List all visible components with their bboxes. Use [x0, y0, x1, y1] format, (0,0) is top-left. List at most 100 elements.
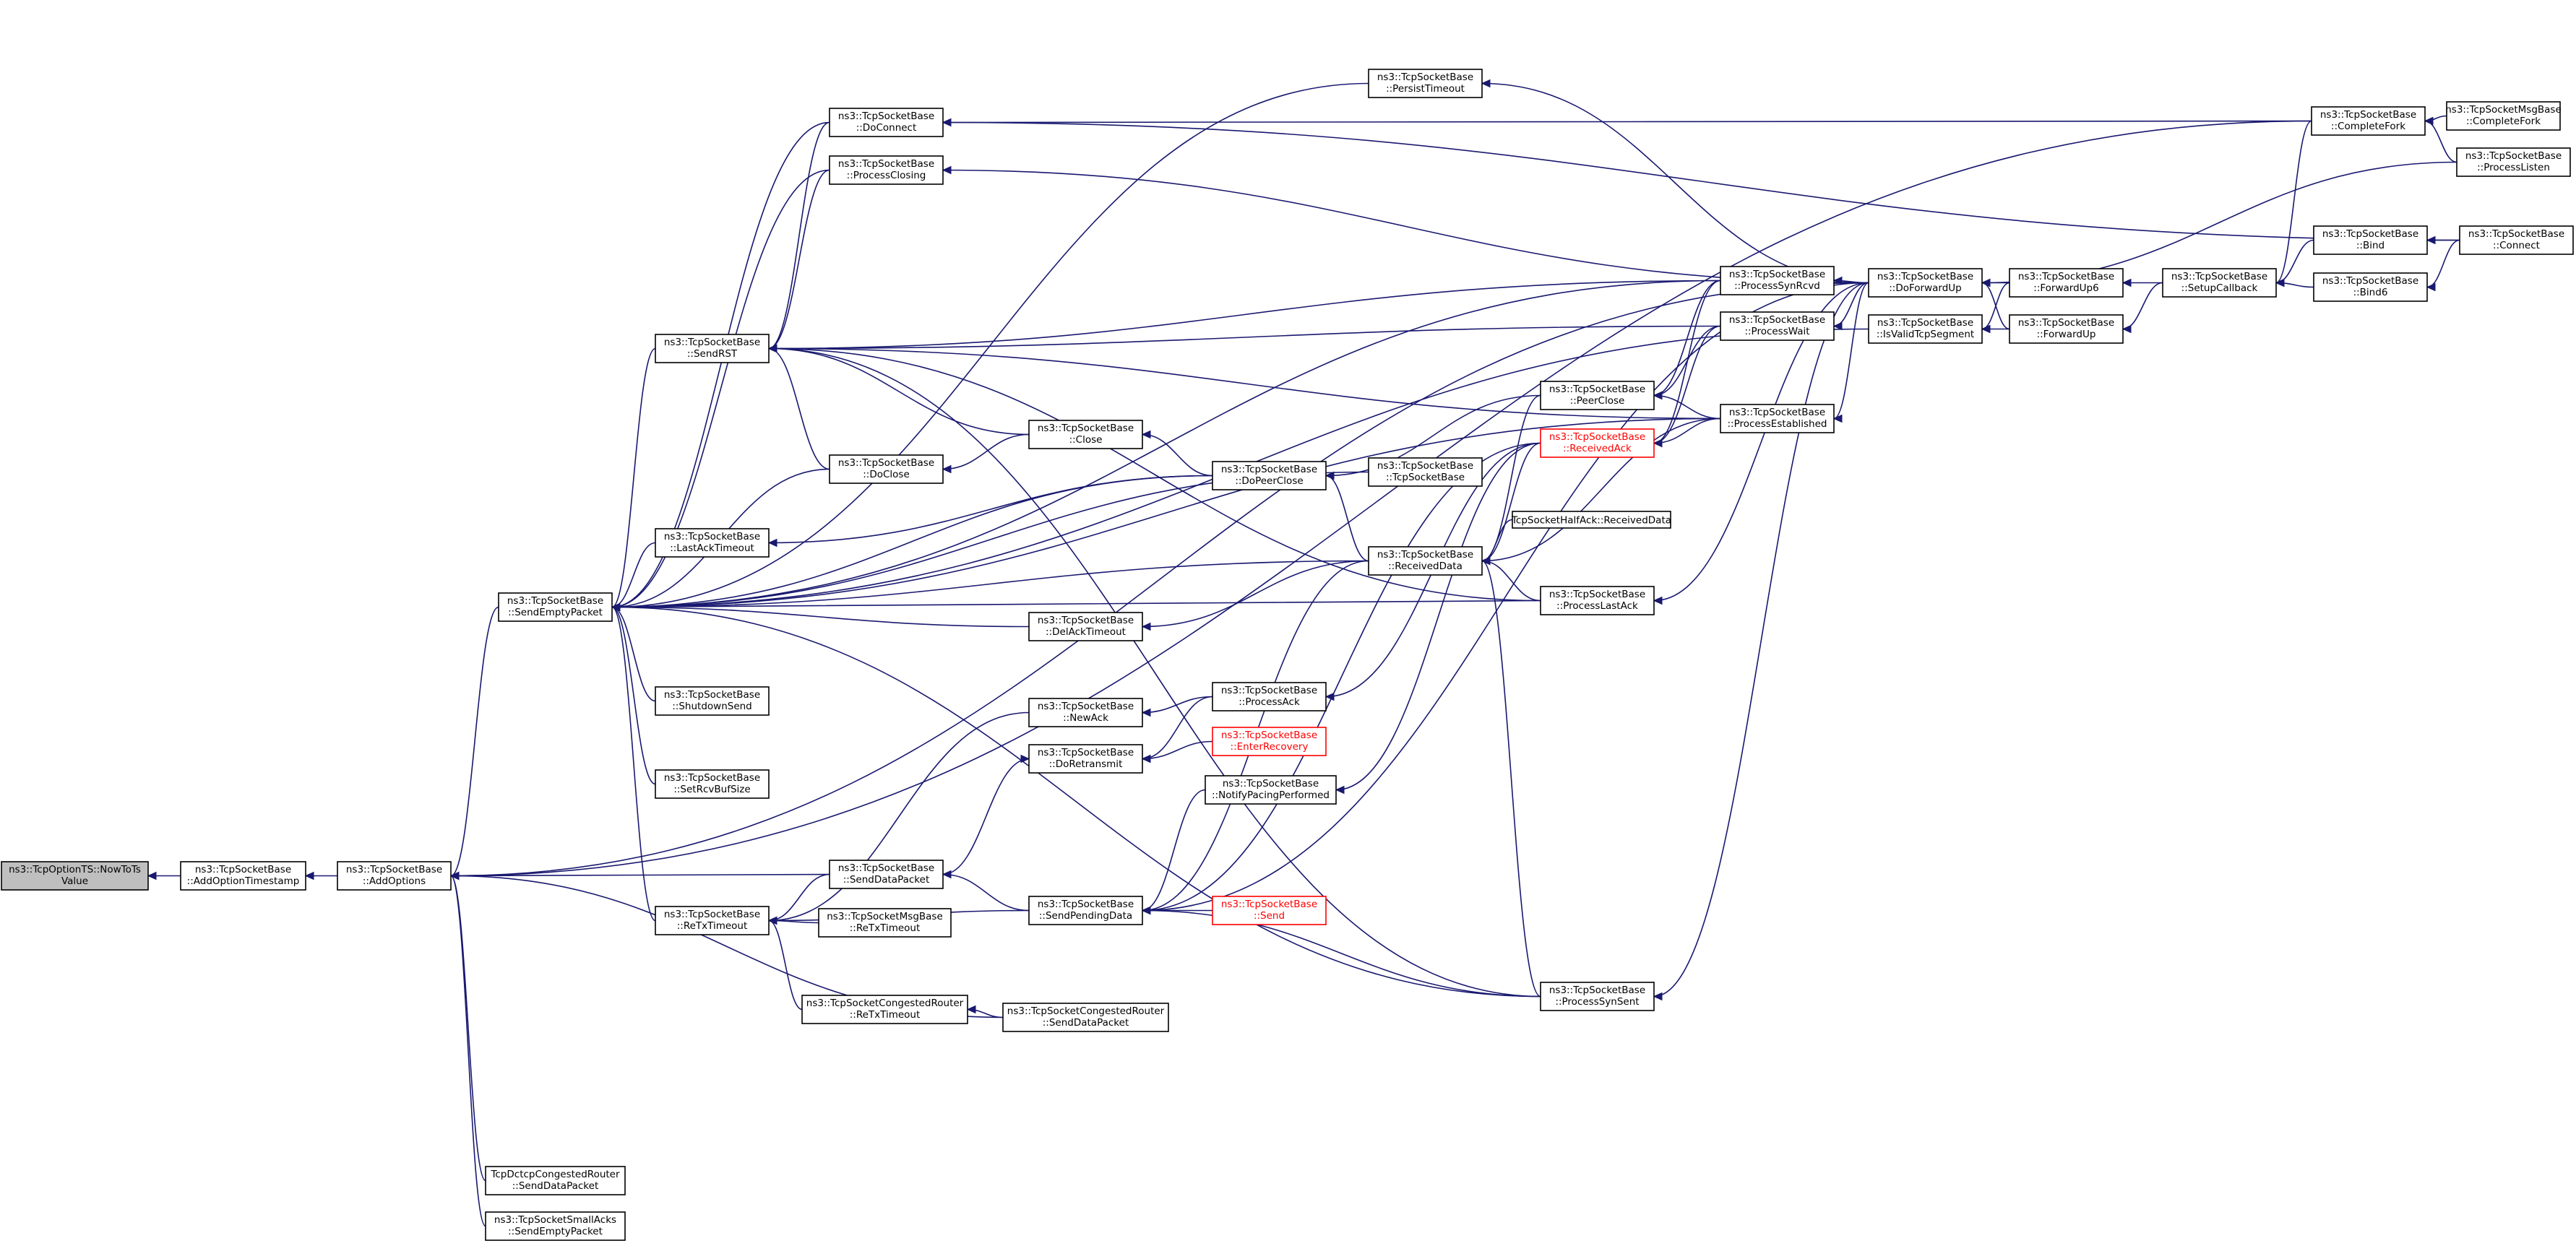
node-label-line: ns3::TcpSocketBase: [2322, 228, 2418, 240]
edge-arrowhead: [1832, 321, 1843, 331]
node-bind6[interactable]: ns3::TcpSocketBase::Bind6: [2313, 272, 2428, 302]
node-send-empty[interactable]: ns3::TcpSocketBase::SendEmptyPacket: [498, 592, 613, 622]
node-close[interactable]: ns3::TcpSocketBase::Close: [1028, 420, 1143, 449]
node-del-ack[interactable]: ns3::TcpSocketBase::DelAckTimeout: [1028, 612, 1143, 641]
node-box: [655, 906, 770, 935]
node-label-line: ::ReTxTimeout: [850, 1009, 921, 1021]
node-send-rst[interactable]: ns3::TcpSocketBase::SendRST: [655, 334, 770, 363]
node-proc-syn-sent[interactable]: ns3::TcpSocketBase::ProcessSynSent: [1540, 982, 1655, 1011]
edge-arrowhead: [2275, 278, 2285, 287]
node-do-close[interactable]: ns3::TcpSocketBase::DoClose: [829, 454, 944, 484]
node-peer-close[interactable]: ns3::TcpSocketBase::PeerClose: [1540, 381, 1655, 410]
edge-line: [1325, 475, 1369, 562]
node-box: [1540, 428, 1655, 458]
node-box: [1212, 461, 1327, 490]
node-cong-re-tx[interactable]: ns3::TcpSocketCongestedRouter::ReTxTimeo…: [801, 995, 968, 1024]
edge-line: [1981, 161, 2457, 284]
node-label-line: ns3::TcpSocketBase: [664, 689, 760, 701]
edge-line: [2275, 120, 2312, 284]
node-do-retx[interactable]: ns3::TcpSocketBase::DoRetransmit: [1028, 744, 1143, 774]
node-re-tx[interactable]: ns3::TcpSocketBase::ReTxTimeout: [655, 906, 770, 935]
node-label-line: ns3::TcpSocketBase: [1377, 460, 1473, 472]
node-ctor[interactable]: ns3::TcpSocketBase::TcpSocketBase: [1368, 457, 1483, 487]
edge-arrowhead: [1653, 992, 1663, 1001]
node-box: [485, 1166, 626, 1195]
edge-do-close-to-send-rst: [767, 344, 830, 470]
node-do-peer[interactable]: ns3::TcpSocketBase::DoPeerClose: [1212, 461, 1327, 490]
node-is-valid[interactable]: ns3::TcpSocketBase::IsValidTcpSegment: [1868, 314, 1983, 344]
node-enter-rec[interactable]: ns3::TcpSocketBase::EnterRecovery: [1212, 727, 1327, 756]
node-add-opt-ts[interactable]: ns3::TcpSocketBase::AddOptionTimestamp: [180, 861, 306, 891]
node-proc-closing[interactable]: ns3::TcpSocketBase::ProcessClosing: [829, 155, 944, 185]
edge-line: [1481, 560, 1541, 998]
node-proc-listen[interactable]: ns3::TcpSocketBase::ProcessListen: [2456, 147, 2571, 177]
node-box: [1028, 744, 1143, 774]
edge-add-opts-to-add-opt-ts: [304, 871, 337, 881]
node-recv-ack[interactable]: ns3::TcpSocketBase::ReceivedAck: [1540, 428, 1655, 458]
node-recv-data[interactable]: ns3::TcpSocketBase::ReceivedData: [1368, 546, 1483, 576]
node-proc-ack[interactable]: ns3::TcpSocketBase::ProcessAck: [1212, 682, 1327, 711]
node-do-fwd[interactable]: ns3::TcpSocketBase::DoForwardUp: [1868, 268, 1983, 298]
node-msg-re-tx[interactable]: ns3::TcpSocketMsgBase::ReTxTimeout: [818, 908, 952, 938]
node-send-pend[interactable]: ns3::TcpSocketBase::SendPendingData: [1028, 896, 1143, 925]
node-label-line: TcpDctcpCongestedRouter: [490, 1169, 620, 1180]
edge-line: [1653, 282, 1869, 602]
edge-line: [2122, 282, 2163, 330]
node-last-ack[interactable]: ns3::TcpSocketBase::LastAckTimeout: [655, 528, 770, 558]
node-label-line: ::AddOptions: [363, 875, 426, 887]
node-comp-fork[interactable]: ns3::TcpSocketBase::CompleteFork: [2311, 106, 2426, 136]
node-bind[interactable]: ns3::TcpSocketBase::Bind: [2313, 225, 2428, 255]
node-msg-comp-fork[interactable]: ns3::TcpSocketMsgBase::CompleteFork: [2445, 101, 2562, 131]
node-set-rcv[interactable]: ns3::TcpSocketBase::SetRcvBufSize: [655, 769, 770, 799]
node-label-line: ::ProcessListen: [2477, 162, 2550, 173]
edge-line: [1142, 696, 1213, 714]
node-box: [2313, 272, 2428, 302]
edge-line: [611, 606, 1030, 628]
edge-line: [1481, 418, 1721, 562]
node-connect[interactable]: ns3::TcpSocketBase::Connect: [2459, 225, 2574, 255]
node-proc-est[interactable]: ns3::TcpSocketBase::ProcessEstablished: [1720, 404, 1835, 433]
edge-line: [1142, 433, 1213, 477]
edge-arrowhead: [2121, 278, 2132, 287]
edge-arrowhead: [1324, 692, 1335, 701]
edge-cong-re-tx-to-re-tx: [767, 916, 803, 1011]
edge-line: [611, 606, 1541, 998]
node-label-line: ::SendDataPacket: [1043, 1017, 1129, 1029]
node-half-ack[interactable]: TcpSocketHalfAck::ReceivedData: [1511, 511, 1671, 529]
node-label-line: ::Bind: [2356, 240, 2385, 251]
node-label-line: ns3::TcpSocketBase: [838, 111, 934, 122]
node-setup-cb[interactable]: ns3::TcpSocketBase::SetupCallback: [2162, 268, 2277, 298]
node-new-ack[interactable]: ns3::TcpSocketBase::NewAck: [1028, 698, 1143, 727]
node-fwd[interactable]: ns3::TcpSocketBase::ForwardUp: [2009, 314, 2124, 344]
node-add-opts[interactable]: ns3::TcpSocketBase::AddOptions: [337, 861, 452, 891]
edge-small-acks-to-add-opts: [449, 871, 486, 1227]
edge-arrowhead: [942, 870, 952, 879]
node-label-line: ns3::TcpSocketBase: [664, 337, 760, 348]
edge-arrowhead: [942, 464, 952, 474]
edge-line: [768, 711, 1030, 922]
node-box: [2459, 225, 2574, 255]
node-label-line: ::IsValidTcpSegment: [1877, 329, 1974, 340]
node-do-connect[interactable]: ns3::TcpSocketBase::DoConnect: [829, 108, 944, 137]
edge-arrowhead: [2424, 116, 2434, 126]
edge-proc-ack-to-new-ack: [1141, 696, 1213, 717]
node-send[interactable]: ns3::TcpSocketBase::Send: [1212, 896, 1327, 925]
node-dctcp[interactable]: TcpDctcpCongestedRouter::SendDataPacket: [485, 1166, 626, 1195]
node-small-acks[interactable]: ns3::TcpSocketSmallAcks::SendEmptyPacket: [485, 1211, 626, 1241]
node-label-line: ns3::TcpSocketBase: [2322, 275, 2418, 287]
node-proc-wait[interactable]: ns3::TcpSocketBase::ProcessWait: [1720, 311, 1835, 341]
edge-dctcp-to-add-opts: [449, 871, 486, 1182]
node-box: [1028, 612, 1143, 641]
node-send-data[interactable]: ns3::TcpSocketBase::SendDataPacket: [829, 860, 944, 889]
node-proc-last-ack[interactable]: ns3::TcpSocketBase::ProcessLastAck: [1540, 586, 1655, 615]
node-proc-syn-rcvd[interactable]: ns3::TcpSocketBase::ProcessSynRcvd: [1720, 266, 1835, 295]
node-shutdown[interactable]: ns3::TcpSocketBase::ShutdownSend: [655, 686, 770, 716]
node-persist[interactable]: ns3::TcpSocketBase::PersistTimeout: [1368, 69, 1483, 98]
node-box: [1028, 698, 1143, 727]
node-pacing[interactable]: ns3::TcpSocketBase::NotifyPacingPerforme…: [1205, 775, 1337, 805]
edge-line: [450, 873, 830, 877]
node-cong-send[interactable]: ns3::TcpSocketCongestedRouter::SendDataP…: [1002, 1003, 1169, 1032]
node-label-line: ns3::TcpSocketBase: [1877, 271, 1973, 282]
node-fwd6[interactable]: ns3::TcpSocketBase::ForwardUp6: [2009, 268, 2124, 298]
